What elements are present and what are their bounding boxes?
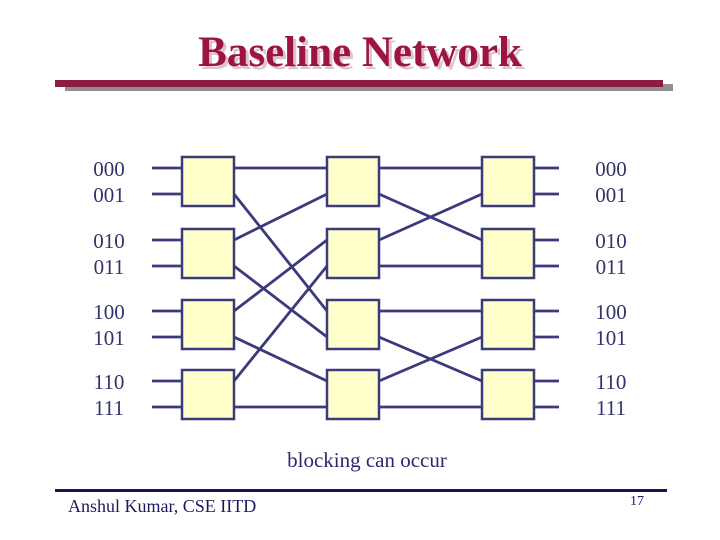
switch-box-stage2-row3 (325, 298, 381, 351)
title-rule-bar (55, 80, 663, 87)
output-label: 011 (596, 255, 627, 279)
switch-box-stage3-row3 (480, 298, 536, 351)
input-label: 000 (93, 157, 125, 181)
input-label: 011 (94, 255, 125, 279)
caption-text: blocking can occur (287, 448, 447, 472)
slide-title: Baseline Network (198, 29, 522, 76)
output-label: 100 (595, 300, 627, 324)
output-label: 000 (595, 157, 627, 181)
switch-box-stage1-row4 (180, 368, 236, 421)
switch-box-stage2-row4 (325, 368, 381, 421)
connection-line-stage1-2 (232, 193, 329, 312)
connection-line-stage1-2 (233, 238, 328, 313)
connection-line-stage1-2 (233, 335, 328, 383)
output-label: 001 (595, 183, 627, 207)
switch-box-stage2-row1 (325, 155, 381, 208)
connection-line-stage1-2 (232, 265, 329, 382)
page-number: 17 (630, 494, 644, 509)
switch-box-stage1-row1 (180, 155, 236, 208)
output-label: 010 (595, 229, 627, 253)
input-label: 010 (93, 229, 125, 253)
footer-rule (55, 489, 667, 492)
switch-box-stage3-row1 (480, 155, 536, 208)
input-label: 101 (93, 326, 125, 350)
connection-line-stage1-2 (233, 192, 328, 242)
input-label: 100 (93, 300, 125, 324)
connection-line-stage1-2 (233, 264, 328, 339)
switch-box-stage1-row3 (180, 298, 236, 351)
switch-box-stage3-row4 (480, 368, 536, 421)
switch-box-stage3-row2 (480, 227, 536, 280)
footer-author: Anshul Kumar, CSE IITD (68, 496, 257, 516)
output-label: 101 (595, 326, 627, 350)
output-label: 110 (596, 370, 627, 394)
connection-line-stage2-3 (378, 335, 483, 383)
input-label: 001 (93, 183, 125, 207)
input-label: 110 (94, 370, 125, 394)
switch-box-stage1-row2 (180, 227, 236, 280)
input-label: 111 (94, 396, 124, 420)
connection-line-stage2-3 (378, 192, 483, 242)
output-label: 111 (596, 396, 626, 420)
switch-box-stage2-row2 (325, 227, 381, 280)
